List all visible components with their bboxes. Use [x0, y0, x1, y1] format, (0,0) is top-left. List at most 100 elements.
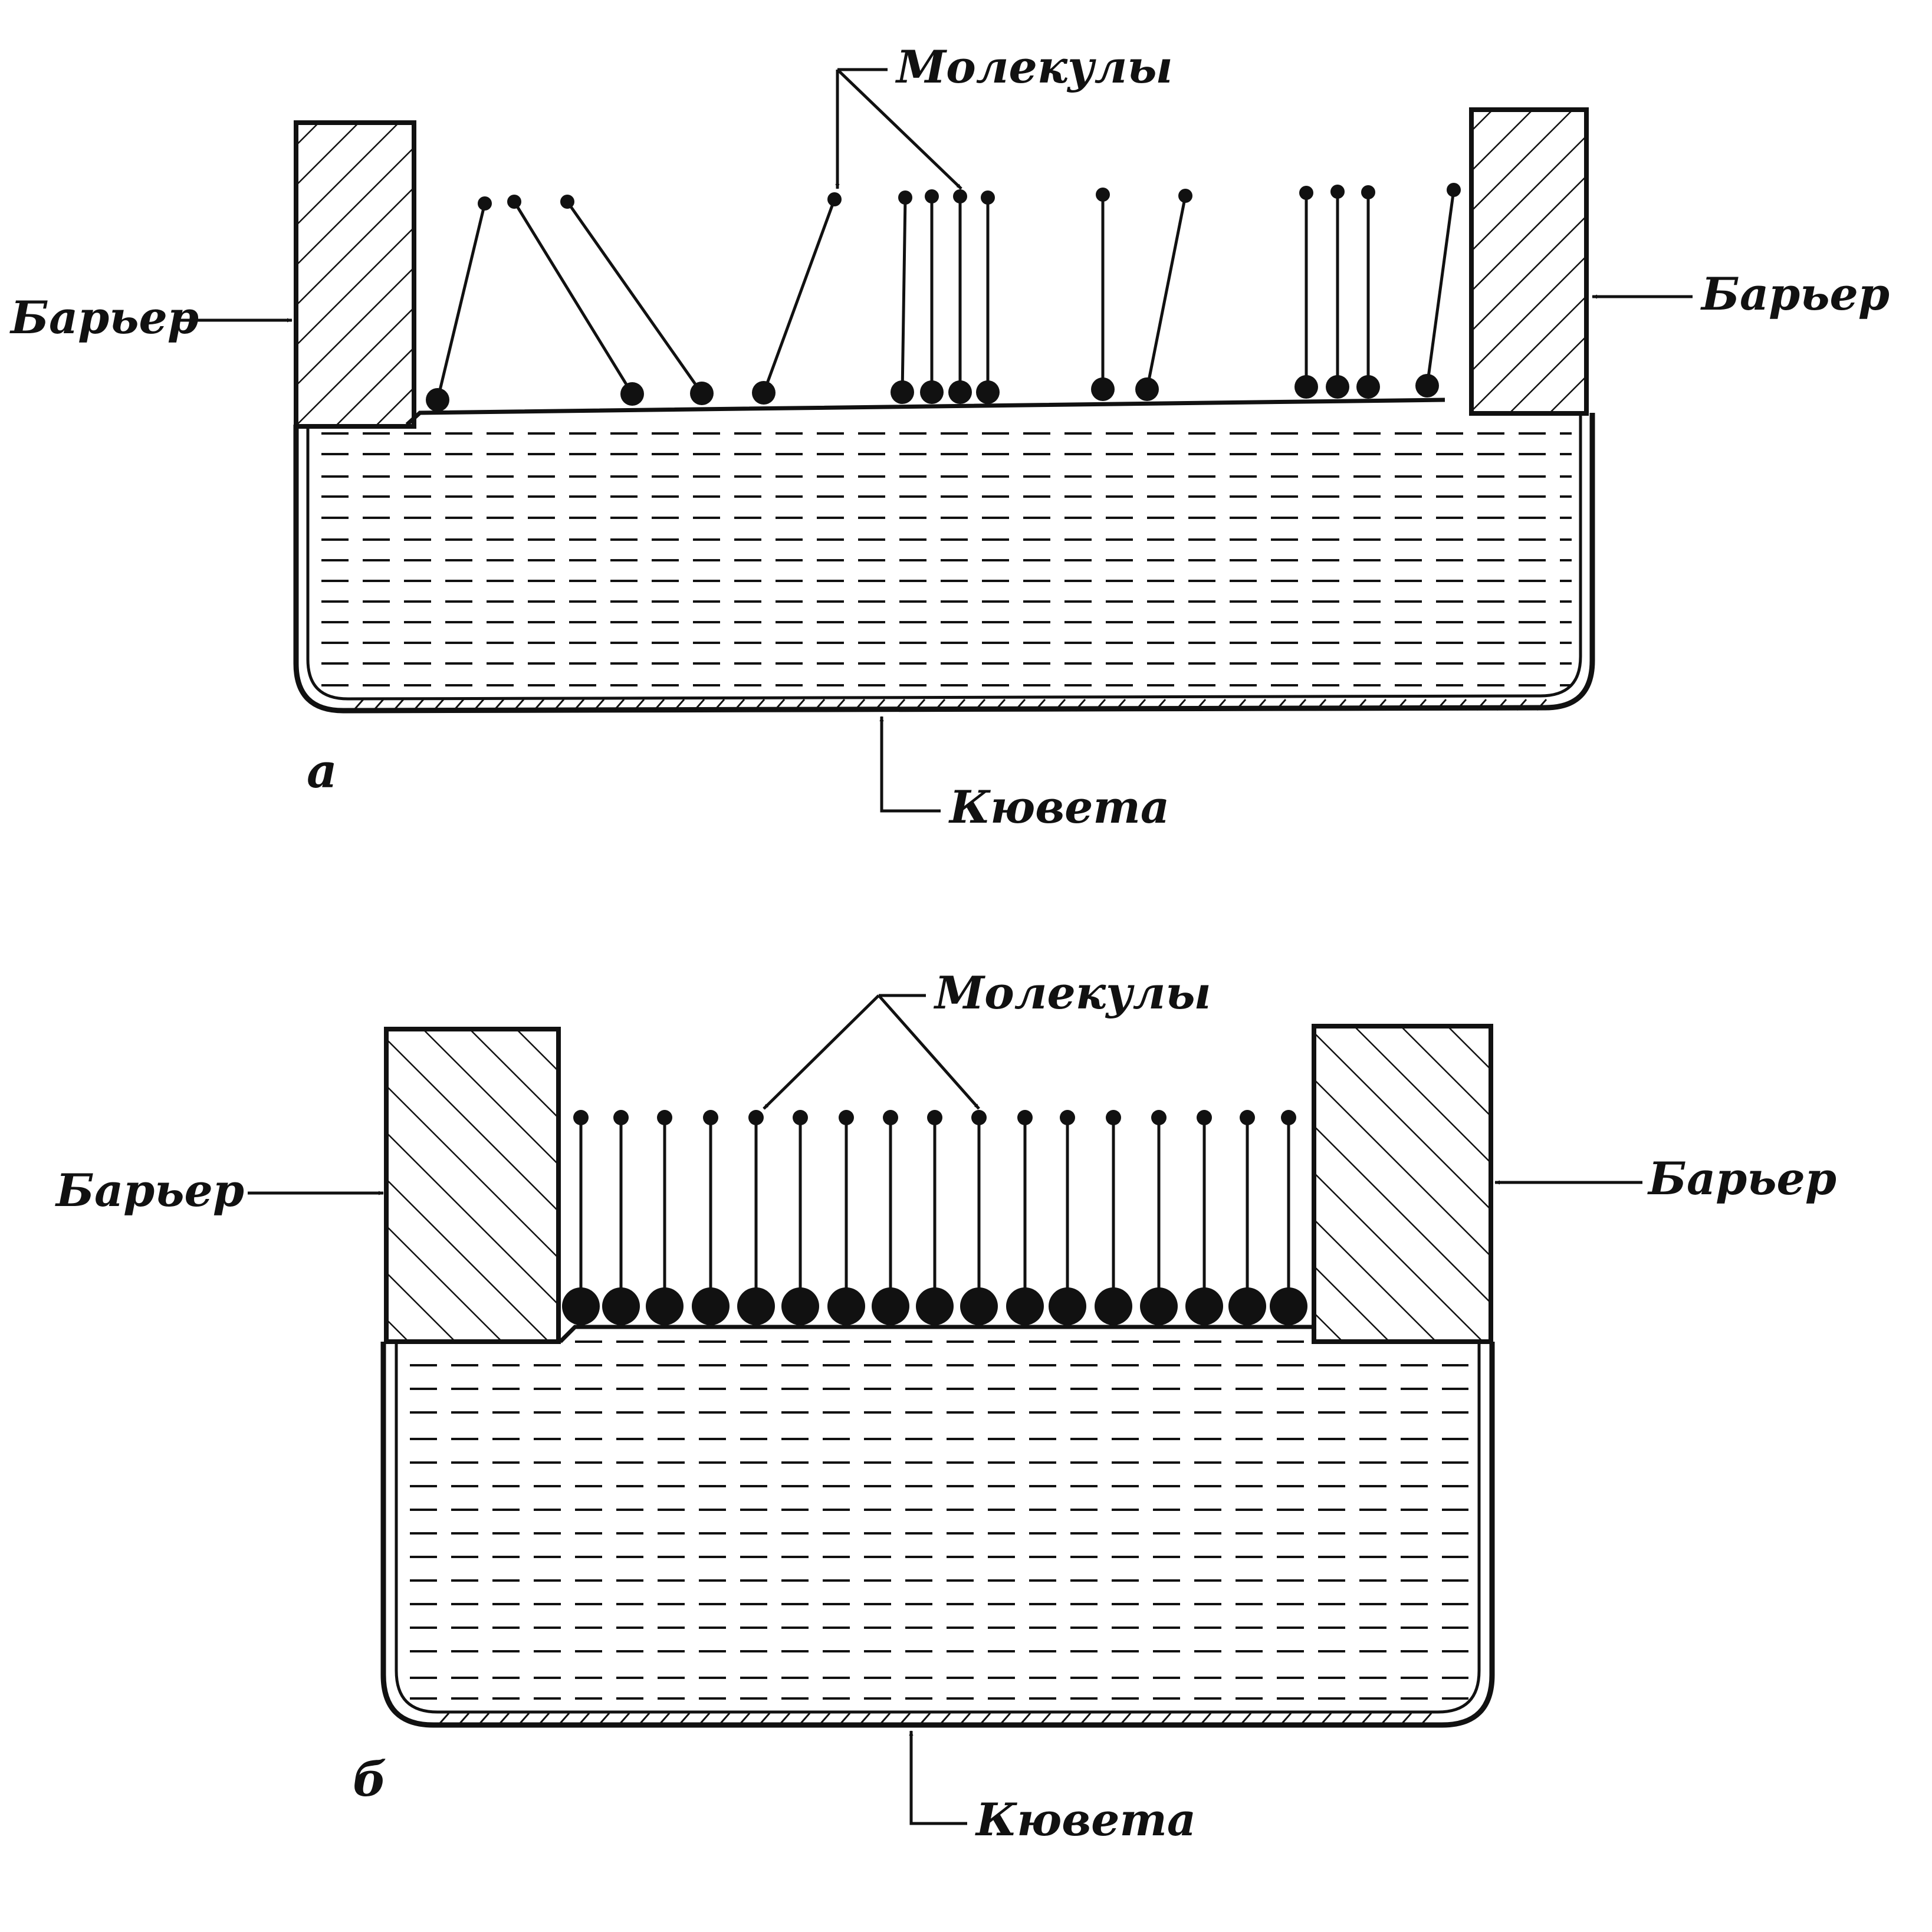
trough-a-arrow	[879, 716, 941, 813]
molecule	[1140, 1110, 1178, 1325]
molecules-a-group	[426, 183, 1461, 412]
molecule-tail-end	[1197, 1110, 1212, 1125]
wall-hatch-stroke	[1155, 699, 1167, 711]
wall-hatch-stroke	[453, 699, 465, 711]
trough-a-inner	[306, 413, 1582, 701]
molecule-tail-end	[573, 1110, 589, 1125]
molecules-b-pointer-3	[878, 994, 980, 1110]
molecule-tail	[1145, 195, 1187, 390]
molecule	[1091, 188, 1115, 401]
wall-hatch-stroke	[874, 699, 886, 711]
molecule-tail-end	[1017, 1110, 1033, 1125]
molecule	[1415, 183, 1461, 397]
wall-hatch-stroke	[854, 699, 866, 711]
wall-hatch-stroke	[919, 1713, 931, 1724]
molecule-tail-end	[1151, 1110, 1167, 1125]
wall-hatch-stroke	[599, 1713, 610, 1724]
wall-hatch-stroke	[1415, 699, 1427, 711]
wall-hatch-stroke	[939, 1713, 951, 1724]
molecule-head	[1356, 375, 1380, 399]
molecule	[1185, 1110, 1223, 1325]
panel-b: Молекулы Барьер Барьер б Кювета	[55, 967, 1836, 1846]
wall-hatch-stroke	[754, 699, 765, 711]
wall-hatch-stroke	[393, 699, 405, 711]
trough-a-wall-hatch	[353, 699, 1547, 711]
wall-hatch-stroke	[1340, 1713, 1352, 1724]
wall-hatch-stroke	[653, 699, 665, 711]
molecule-head	[562, 1287, 600, 1325]
molecule	[948, 189, 972, 404]
wall-hatch-stroke	[473, 699, 485, 711]
wall-hatch-stroke	[593, 699, 605, 711]
wall-hatch-stroke	[1300, 1713, 1312, 1724]
molecule	[827, 1110, 865, 1325]
molecule	[1095, 1110, 1132, 1325]
wall-hatch-stroke	[1275, 699, 1287, 711]
wall-hatch-stroke	[779, 1713, 791, 1724]
molecule-tail-end	[953, 189, 967, 203]
wall-hatch-stroke	[1175, 699, 1187, 711]
wall-hatch-stroke	[794, 699, 806, 711]
wall-hatch-stroke	[1361, 1713, 1372, 1724]
molecule-tail-end	[1447, 183, 1461, 197]
molecule-head	[891, 380, 914, 404]
molecule-head	[1270, 1287, 1307, 1325]
molecule-tail-end	[703, 1110, 718, 1125]
molecule-tail	[512, 201, 634, 395]
wall-hatch-stroke	[1075, 699, 1086, 711]
molecule	[1356, 185, 1380, 399]
molecule-tail-end	[981, 190, 995, 205]
molecule-head	[752, 381, 776, 405]
wall-hatch-stroke	[1536, 699, 1547, 711]
wall-hatch-stroke	[894, 699, 906, 711]
wall-hatch-stroke	[633, 699, 645, 711]
wall-hatch-stroke	[513, 699, 525, 711]
molecule	[1326, 185, 1349, 399]
molecule-head	[781, 1287, 819, 1325]
molecule-tail-end	[839, 1110, 854, 1125]
wall-hatch-stroke	[1054, 699, 1066, 711]
molecule-tail-end	[478, 196, 492, 211]
wall-hatch-stroke	[1235, 699, 1247, 711]
molecule-tail-end	[1299, 186, 1313, 200]
molecule-head	[920, 380, 944, 404]
wall-hatch-stroke	[859, 1713, 871, 1724]
wall-hatch-stroke	[974, 699, 986, 711]
wall-hatch-stroke	[1040, 1713, 1052, 1724]
molecule-tail-end	[898, 190, 912, 205]
wall-hatch-stroke	[1401, 1713, 1412, 1724]
wall-hatch-stroke	[1000, 1713, 1011, 1724]
wall-hatch-stroke	[1381, 1713, 1392, 1724]
molecules-b-pointer-2	[763, 994, 880, 1110]
wall-hatch-stroke	[954, 699, 966, 711]
molecule-head	[948, 380, 972, 404]
panel-a-trough-label: Кювета	[948, 781, 1169, 833]
molecule	[426, 196, 492, 412]
panel-a-barrier-left-label: Барьер	[9, 291, 199, 344]
wall-hatch-stroke	[573, 699, 585, 711]
wall-hatch-stroke	[1140, 1713, 1152, 1724]
molecule-tail	[762, 199, 836, 393]
wall-hatch-stroke	[1516, 699, 1527, 711]
wall-hatch-stroke	[673, 699, 685, 711]
wall-hatch-stroke	[1496, 699, 1507, 711]
molecule-tail-end	[613, 1110, 629, 1125]
trough-a-outer	[293, 413, 1595, 714]
molecule-head	[1185, 1287, 1223, 1325]
molecule-head	[872, 1287, 909, 1325]
molecule-tail	[566, 201, 704, 395]
wall-hatch-stroke	[413, 699, 425, 711]
wall-hatch-stroke	[579, 1713, 590, 1724]
molecule-head	[1049, 1287, 1086, 1325]
wall-hatch-stroke	[994, 699, 1006, 711]
wall-hatch-stroke	[1195, 699, 1207, 711]
molecule	[692, 1110, 730, 1325]
molecule-tail-end	[657, 1110, 672, 1125]
molecules-a-pointer-3	[836, 68, 962, 190]
molecule	[960, 1110, 998, 1325]
molecule-tail-end	[507, 195, 521, 209]
wall-hatch-stroke	[1255, 699, 1267, 711]
barrier-a-right	[1469, 107, 1589, 416]
wall-hatch-stroke	[1215, 699, 1227, 711]
